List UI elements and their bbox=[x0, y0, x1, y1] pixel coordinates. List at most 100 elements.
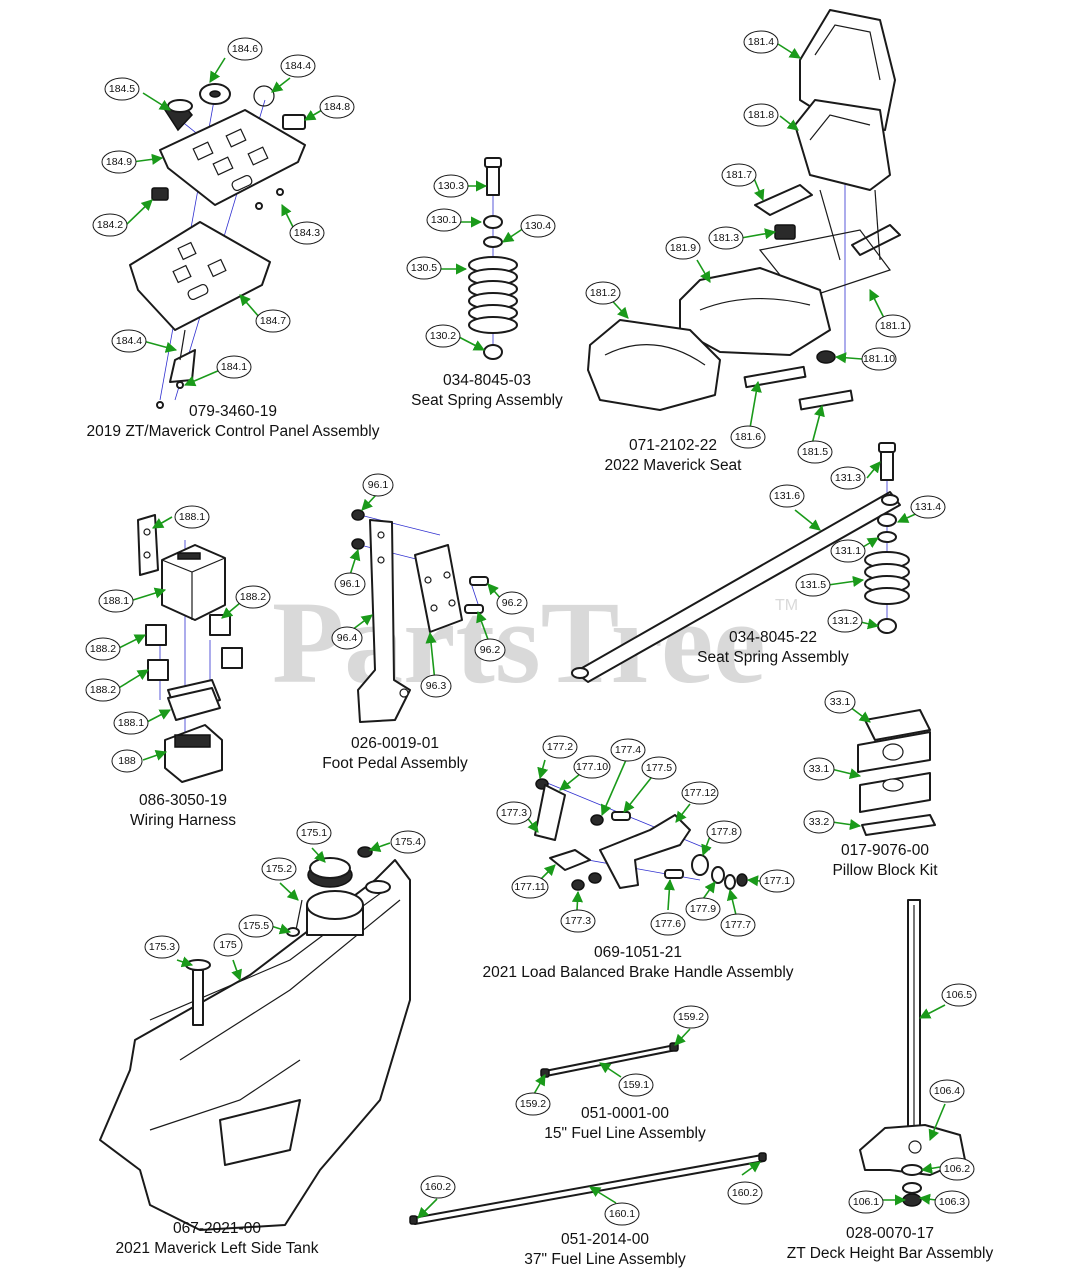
callout[interactable]: 181.8 bbox=[743, 103, 779, 127]
svg-text:159.2: 159.2 bbox=[520, 1098, 546, 1110]
callout[interactable]: 177.3 bbox=[560, 909, 596, 933]
assembly-part-number[interactable]: 079-3460-19 bbox=[189, 403, 277, 420]
callout[interactable]: 130.1 bbox=[426, 208, 462, 232]
callout[interactable]: 181.6 bbox=[730, 425, 766, 449]
callout[interactable]: 177.5 bbox=[641, 756, 677, 780]
callout[interactable]: 96.1 bbox=[362, 473, 394, 497]
callout[interactable]: 181.2 bbox=[585, 281, 621, 305]
callout[interactable]: 175.2 bbox=[261, 857, 297, 881]
callout[interactable]: 131.6 bbox=[769, 484, 805, 508]
callout[interactable]: 33.1 bbox=[824, 690, 856, 714]
callout[interactable]: 130.5 bbox=[406, 256, 442, 280]
callout[interactable]: 177.11 bbox=[511, 875, 549, 899]
callout[interactable]: 131.5 bbox=[795, 573, 831, 597]
callout[interactable]: 159.2 bbox=[515, 1092, 551, 1116]
callout[interactable]: 160.2 bbox=[420, 1175, 456, 1199]
callout[interactable]: 181.3 bbox=[708, 226, 744, 250]
callout[interactable]: 130.4 bbox=[520, 214, 556, 238]
callout[interactable]: 131.1 bbox=[830, 539, 866, 563]
callout[interactable]: 177.10 bbox=[573, 755, 611, 779]
callout[interactable]: 106.5 bbox=[941, 983, 977, 1007]
callout[interactable]: 181.1 bbox=[875, 314, 911, 338]
callout[interactable]: 106.2 bbox=[939, 1157, 975, 1181]
assembly-part-number[interactable]: 026-0019-01 bbox=[351, 735, 439, 752]
callout[interactable]: 177.9 bbox=[685, 897, 721, 921]
assembly-part-number[interactable]: 017-9076-00 bbox=[841, 842, 929, 859]
callout[interactable]: 160.1 bbox=[604, 1202, 640, 1226]
callout[interactable]: 184.4 bbox=[280, 54, 316, 78]
callout[interactable]: 184.6 bbox=[227, 37, 263, 61]
callout[interactable]: 131.3 bbox=[830, 466, 866, 490]
callout[interactable]: 177.4 bbox=[610, 738, 646, 762]
assembly-part-number[interactable]: 069-1051-21 bbox=[594, 944, 682, 961]
svg-text:130.5: 130.5 bbox=[411, 262, 437, 274]
callout[interactable]: 130.3 bbox=[433, 174, 469, 198]
callout[interactable]: 188.2 bbox=[85, 637, 121, 661]
callout[interactable]: 131.2 bbox=[827, 609, 863, 633]
callout[interactable]: 177.12 bbox=[681, 781, 719, 805]
callout[interactable]: 177.3 bbox=[496, 801, 532, 825]
callout[interactable]: 184.9 bbox=[101, 150, 137, 174]
callout[interactable]: 177.6 bbox=[650, 912, 686, 936]
callout[interactable]: 159.2 bbox=[673, 1005, 709, 1029]
callout[interactable]: 181.7 bbox=[721, 163, 757, 187]
callout[interactable]: 181.10 bbox=[861, 347, 897, 371]
callout[interactable]: 188.2 bbox=[235, 585, 271, 609]
callout[interactable]: 130.2 bbox=[425, 324, 461, 348]
callout[interactable]: 188.1 bbox=[113, 711, 149, 735]
callout[interactable]: 177.7 bbox=[720, 913, 756, 937]
callout[interactable]: 175.4 bbox=[390, 830, 426, 854]
svg-text:184.8: 184.8 bbox=[324, 101, 350, 113]
callout[interactable]: 33.2 bbox=[803, 810, 835, 834]
callout[interactable]: 177.2 bbox=[542, 735, 578, 759]
seat-spring-03-drawing bbox=[468, 157, 518, 360]
callout[interactable]: 106.4 bbox=[929, 1079, 965, 1103]
callout-leaders bbox=[116, 43, 946, 1219]
callout[interactable]: 184.4 bbox=[111, 329, 147, 353]
callout[interactable]: 177.8 bbox=[706, 820, 742, 844]
callout[interactable]: 188.1 bbox=[98, 589, 134, 613]
svg-text:184.3: 184.3 bbox=[294, 227, 320, 239]
callout[interactable]: 175.3 bbox=[144, 935, 180, 959]
callout[interactable]: 175.5 bbox=[238, 914, 274, 938]
assembly-part-number[interactable]: 034-8045-22 bbox=[729, 629, 817, 646]
svg-text:181.10: 181.10 bbox=[863, 353, 895, 365]
callout[interactable]: 181.5 bbox=[797, 440, 833, 464]
callout[interactable]: 184.1 bbox=[216, 355, 252, 379]
callout[interactable]: 181.4 bbox=[743, 30, 779, 54]
assembly-part-number[interactable]: 034-8045-03 bbox=[443, 372, 531, 389]
callout[interactable]: 184.3 bbox=[289, 221, 325, 245]
callout[interactable]: 188 bbox=[111, 749, 143, 773]
assembly-part-number[interactable]: 086-3050-19 bbox=[139, 792, 227, 809]
callout[interactable]: 188.2 bbox=[85, 678, 121, 702]
assembly-part-number[interactable]: 028-0070-17 bbox=[846, 1225, 934, 1242]
callout[interactable]: 175 bbox=[213, 933, 243, 957]
svg-text:177.8: 177.8 bbox=[711, 826, 737, 838]
callout[interactable]: 106.3 bbox=[934, 1190, 970, 1214]
callout[interactable]: 184.8 bbox=[319, 95, 355, 119]
callout[interactable]: 177.1 bbox=[759, 869, 795, 893]
assembly-part-number[interactable]: 051-0001-00 bbox=[581, 1105, 669, 1122]
callout[interactable]: 184.5 bbox=[104, 77, 140, 101]
callout[interactable]: 96.3 bbox=[420, 674, 452, 698]
callout[interactable]: 175.1 bbox=[296, 821, 332, 845]
callout[interactable]: 106.1 bbox=[848, 1190, 884, 1214]
callout[interactable]: 131.4 bbox=[910, 495, 946, 519]
callout[interactable]: 96.4 bbox=[331, 626, 363, 650]
assembly-title: Foot Pedal Assembly bbox=[322, 755, 468, 772]
callout[interactable]: 33.1 bbox=[803, 757, 835, 781]
svg-text:181.9: 181.9 bbox=[670, 242, 696, 254]
callout[interactable]: 159.1 bbox=[618, 1073, 654, 1097]
callout[interactable]: 96.2 bbox=[474, 638, 506, 662]
assembly-part-number[interactable]: 051-2014-00 bbox=[561, 1231, 649, 1248]
callout[interactable]: 188.1 bbox=[174, 505, 210, 529]
callout[interactable]: 96.1 bbox=[334, 572, 366, 596]
callout[interactable]: 184.2 bbox=[92, 213, 128, 237]
callout[interactable]: 160.2 bbox=[727, 1181, 763, 1205]
assembly-part-number[interactable]: 071-2102-22 bbox=[629, 437, 717, 454]
callout[interactable]: 184.7 bbox=[255, 309, 291, 333]
assembly-part-number[interactable]: 067-2021-00 bbox=[173, 1220, 261, 1237]
assembly-title: Wiring Harness bbox=[130, 812, 236, 829]
callout[interactable]: 96.2 bbox=[496, 591, 528, 615]
callout[interactable]: 181.9 bbox=[665, 236, 701, 260]
